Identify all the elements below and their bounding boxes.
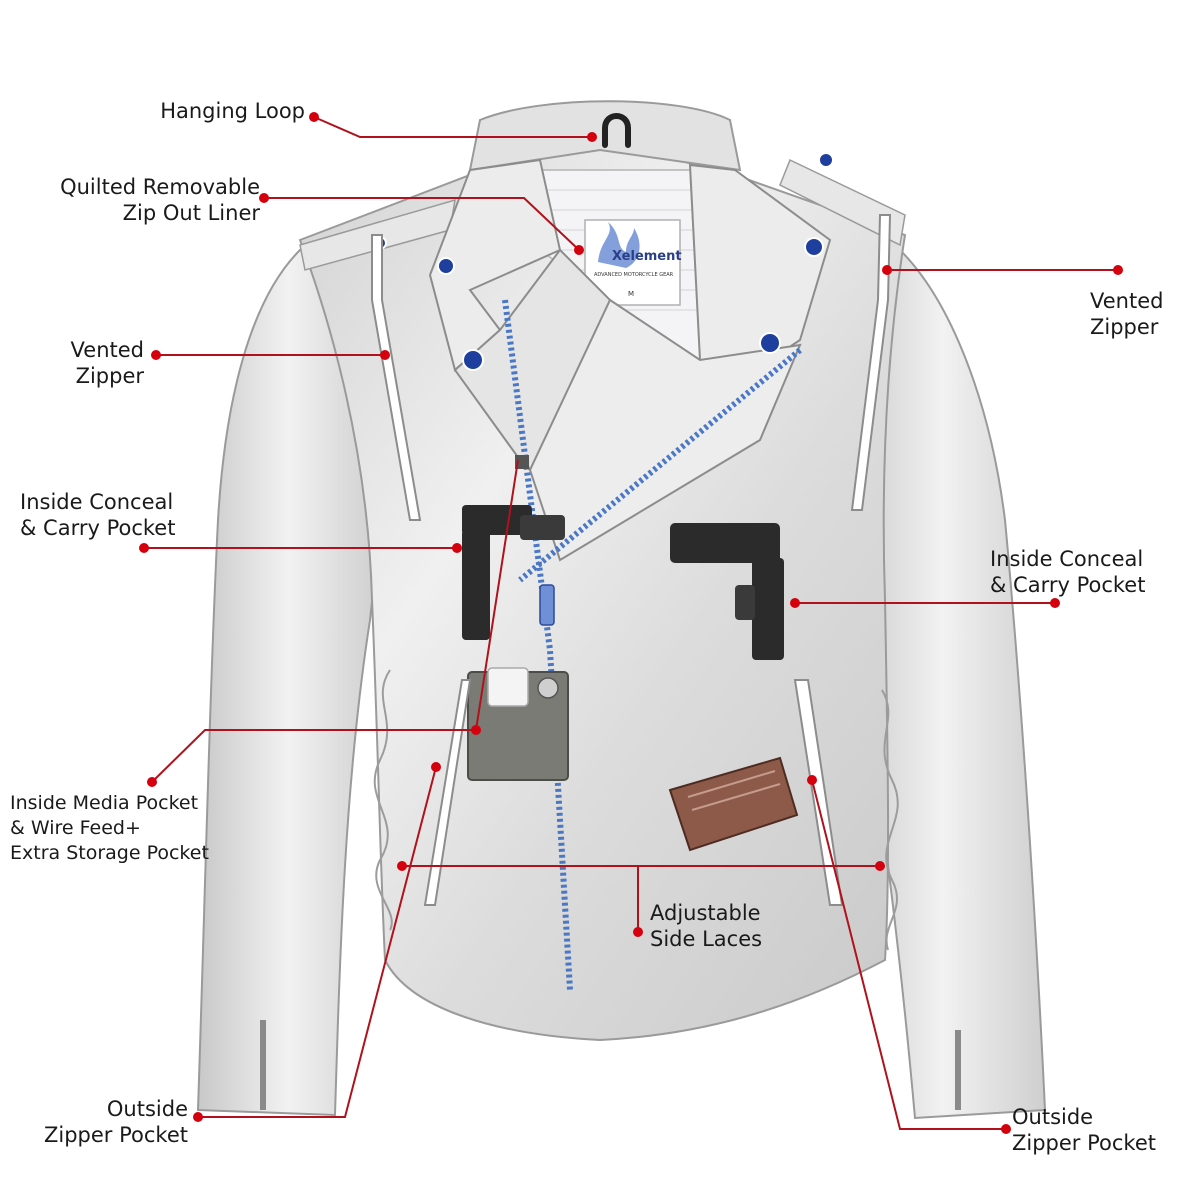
right-epaulette [779, 158, 906, 247]
label-line: & Wire Feed+ [10, 817, 141, 839]
callout-conceal-left: Inside Conceal & Carry Pocket [20, 489, 220, 541]
callout-hanging-loop: Hanging Loop [130, 98, 305, 124]
leader-lines [144, 116, 1118, 1130]
left-pistol-icon [462, 505, 565, 640]
side-laces [373, 669, 899, 951]
compass-icon [537, 677, 559, 699]
zipper-pull [539, 584, 555, 626]
label-line: Quilted Removable [60, 175, 260, 199]
wallet-icon [668, 756, 799, 852]
left-outside-pocket [423, 679, 472, 906]
label-line: Adjustable [650, 901, 761, 925]
label-line: Side Laces [650, 927, 763, 951]
left-cuff-zipper [260, 1020, 266, 1110]
callout-vented-zipper-left: Vented Zipper [40, 337, 144, 389]
media-pocket [467, 667, 569, 781]
callout-vented-zipper-right: Vented Zipper [1090, 288, 1190, 340]
label-line: Zip Out Liner [122, 201, 260, 225]
front-flap [528, 298, 802, 562]
flame-icon [598, 222, 640, 268]
label-line: Zipper [75, 364, 144, 388]
brand-logo-subtext: ADVANCED MOTORCYCLE GEAR [594, 272, 674, 278]
label-line: Extra Storage Pocket [10, 842, 209, 864]
label-line: & Carry Pocket [20, 516, 176, 540]
label-line: Zipper Pocket [44, 1123, 188, 1147]
callout-outside-pocket-right: Outside Zipper Pocket [1012, 1104, 1192, 1156]
zipper-stop [515, 455, 529, 469]
left-vent-zipper [371, 234, 422, 521]
callout-side-laces: Adjustable Side Laces [650, 900, 800, 952]
callout-liner: Quilted Removable Zip Out Liner [20, 174, 260, 226]
label-line: Vented [1090, 289, 1164, 313]
callout-outside-pocket-left: Outside Zipper Pocket [20, 1096, 188, 1148]
left-lapel [428, 158, 562, 372]
right-vent-zipper [850, 214, 892, 511]
label-line: Inside Media Pocket [10, 792, 199, 814]
label-line: Zipper [1090, 315, 1159, 339]
label-line: Hanging Loop [160, 99, 305, 123]
label-line: Vented [70, 338, 144, 362]
hanging-loop-icon [602, 113, 631, 148]
right-cuff-zipper [955, 1030, 961, 1110]
right-pistol-icon [670, 523, 784, 660]
label-line: & Carry Pocket [990, 573, 1146, 597]
callout-media-pocket: Inside Media Pocket & Wire Feed+ Extra S… [10, 791, 240, 866]
label-line: Inside Conceal [20, 490, 174, 514]
label-line: Outside [1012, 1105, 1094, 1129]
leader-dots [139, 112, 1123, 1134]
main-zipper-upper [518, 347, 802, 583]
label-line: Outside [106, 1097, 188, 1121]
snap-buttons [373, 152, 834, 371]
callout-conceal-right: Inside Conceal & Carry Pocket [990, 546, 1190, 598]
brand-logo-text: Xelement [612, 249, 682, 264]
label-line: Inside Conceal [990, 547, 1144, 571]
phone-icon [487, 667, 529, 707]
label-line: Zipper Pocket [1012, 1131, 1156, 1155]
brand-tag-size: M [628, 290, 634, 298]
